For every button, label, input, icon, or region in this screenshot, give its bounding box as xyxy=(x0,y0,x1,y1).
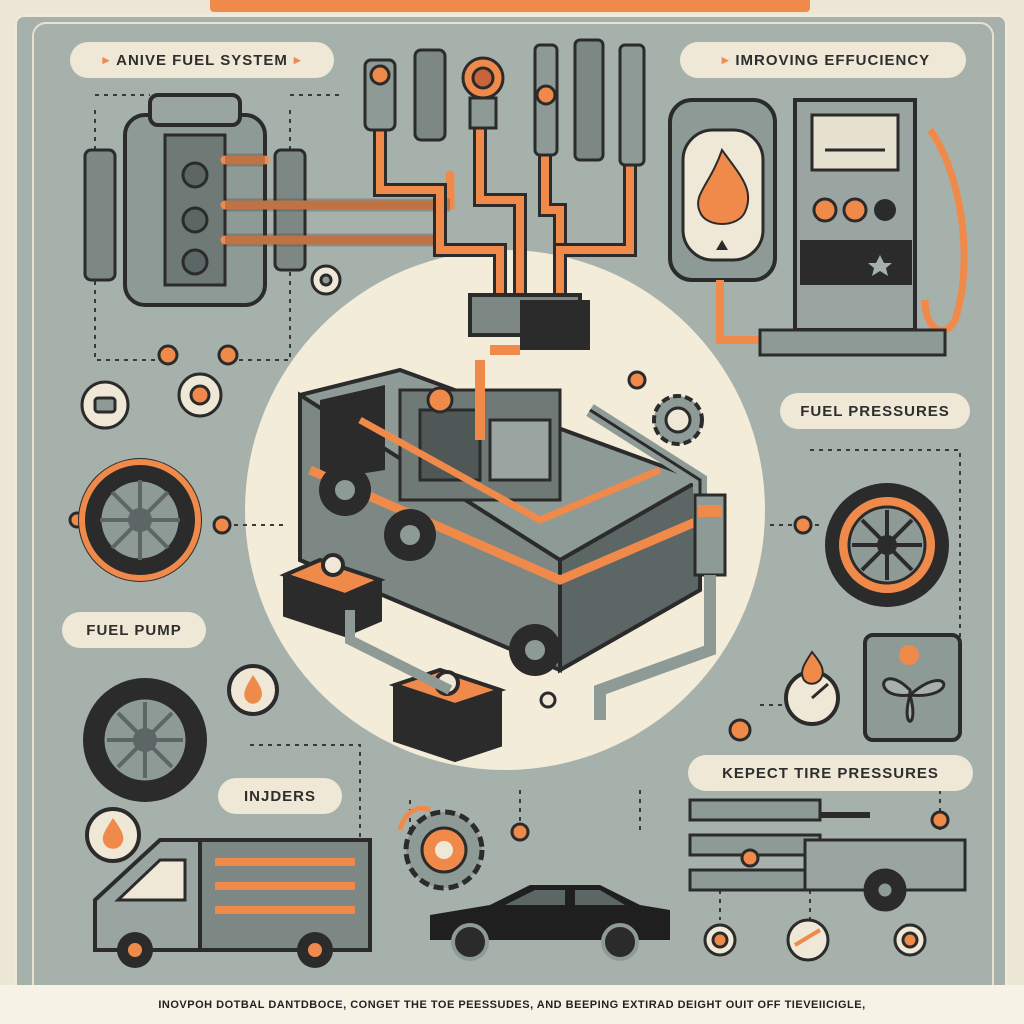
tire-icon-bottom-left xyxy=(83,678,207,802)
sedan-icon xyxy=(430,885,670,961)
top-accent-bar xyxy=(210,0,810,12)
truck-engine-icon xyxy=(298,293,727,720)
label-text: INJDERS xyxy=(243,787,317,805)
tire-icon-right xyxy=(825,483,949,607)
fuel-drop-icon xyxy=(85,664,279,863)
label-improving-efficiency: ▸ IMROVING EFFUCIENCY xyxy=(680,42,966,78)
label-text: KEPECT TIRE PRESSURES xyxy=(722,764,939,782)
fuel-block-icons xyxy=(279,553,507,763)
label-fuel-pressures: FUEL PRESSURES xyxy=(780,393,970,429)
arrow-icon: ▸ xyxy=(721,52,730,67)
flame-gauge-icon xyxy=(668,98,777,344)
label-text: FUEL PUMP xyxy=(86,621,182,639)
fuel-pump-icon xyxy=(758,98,968,357)
footer-text: INOVPOH DOTBAL DANTDBOCE, CONGET THE TOE… xyxy=(158,998,866,1011)
label-text: ANIVE FUEL SYSTEM xyxy=(116,51,288,69)
pressure-gauge-icon xyxy=(784,650,840,726)
injector-nozzles xyxy=(363,38,646,167)
delivery-truck-icon xyxy=(93,838,372,968)
label-text: FUEL PRESSURES xyxy=(800,402,950,420)
tire-icon xyxy=(78,458,202,582)
label-injders: INJDERS xyxy=(218,778,342,814)
arrow-icon: ▸ xyxy=(293,52,302,67)
fan-icon xyxy=(863,633,962,742)
label-fuel-pump: FUEL PUMP xyxy=(62,612,206,648)
injector-pipes xyxy=(373,103,637,307)
gear-icon-bottom xyxy=(397,805,485,891)
label-text: IMROVING EFFUCIENCY xyxy=(735,51,931,69)
label-kepect-tire-pressures: KEPECT TIRE PRESSURES xyxy=(688,755,973,791)
footer-caption: INOVPOH DOTBAL DANTDBOCE, CONGET THE TOE… xyxy=(0,985,1024,1024)
bottom-indicator-icons xyxy=(703,918,927,962)
gear-icon xyxy=(652,394,704,446)
label-active-fuel-system: ▸ ANIVE FUEL SYSTEM ▸ xyxy=(70,42,334,78)
arrow-icon: ▸ xyxy=(102,52,111,67)
fuel-tank-icon xyxy=(83,93,455,307)
pipes-rack-icon xyxy=(688,798,967,912)
